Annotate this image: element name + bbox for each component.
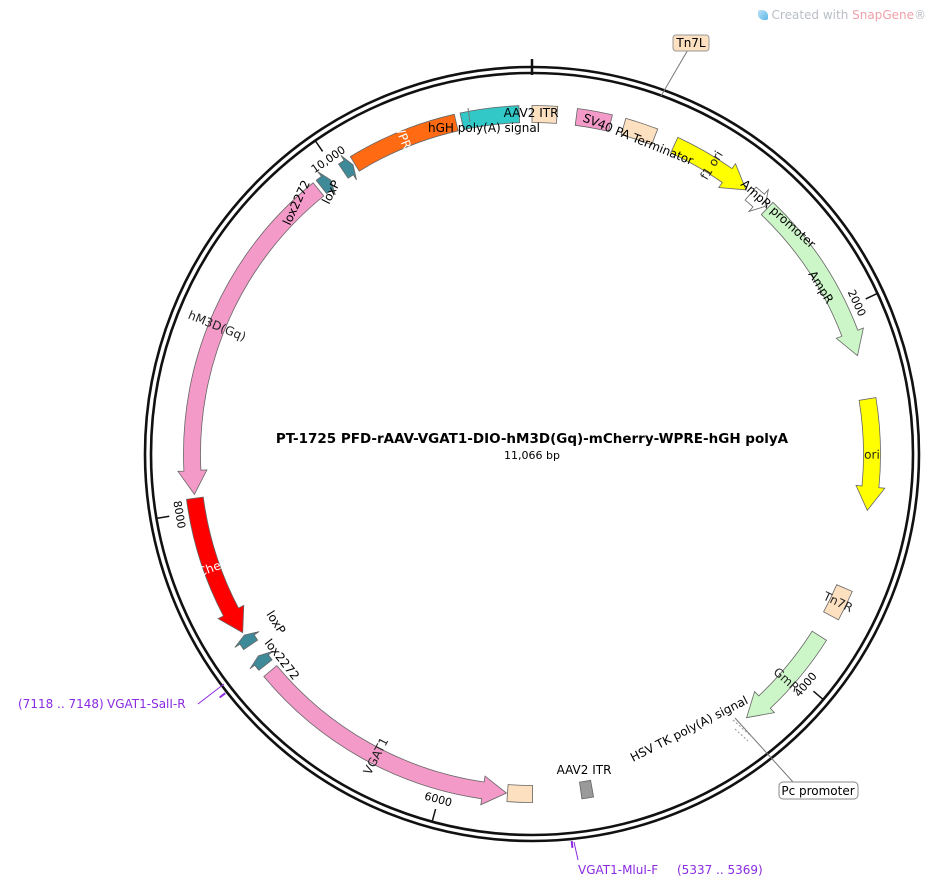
plasmid-backbone: [143, 59, 921, 843]
tick-6000: [431, 808, 437, 821]
feature-hm3d-gq-15[interactable]: [177, 182, 325, 496]
aav2-itr-label-bottom: AAV2 ITR: [557, 763, 612, 777]
tick-10-000: [315, 141, 324, 152]
feature-ampr-promoter-4[interactable]: [744, 186, 769, 213]
primer-mlui-name: VGAT1-MluI-F: [578, 863, 658, 877]
feature-f1-ori-3[interactable]: [670, 136, 747, 191]
pc-promoter-glyph: [732, 719, 753, 742]
feature-hsv-tk-poly-a-signal-9[interactable]: [579, 779, 595, 800]
feature-lox2272-12[interactable]: [249, 650, 274, 671]
snapgene-watermark: Created with SnapGene®: [757, 8, 926, 22]
aav2-itr-label-top: AAV2 ITR: [504, 106, 559, 120]
feature-tn7r-7[interactable]: [823, 584, 853, 621]
feature-hgh-poly-a-signal-19[interactable]: [459, 105, 521, 131]
hgh-polya-label: hGH poly(A) signal: [428, 121, 540, 135]
pc-callout-box: [778, 781, 859, 800]
watermark-suffix: ®: [914, 8, 926, 22]
primer-sali-range: (7118 .. 7148): [18, 697, 104, 711]
feature-mcherry-14[interactable]: [186, 496, 245, 634]
feature-gmr-8[interactable]: [746, 630, 828, 719]
tick-label-10-000: 10,000: [309, 143, 348, 176]
hsv-tk-label: HSV TK poly(A) signal: [628, 693, 750, 764]
plasmid-size: 11,066 bp: [504, 449, 560, 462]
tick-4000: [812, 690, 823, 700]
pc-promoter-label: Pc promoter: [781, 784, 854, 798]
watermark-prefix: Created with: [771, 8, 853, 22]
primer-sali-name: VGAT1-SalI-R: [107, 697, 186, 711]
primer-mlui-range: (5337 .. 5369): [677, 863, 763, 877]
feature-ampr-5[interactable]: [760, 201, 864, 357]
feature-sv40-pa-terminator-1[interactable]: [574, 108, 613, 132]
feature-loxp-17[interactable]: [338, 155, 357, 181]
feature-labels: Tn7L AAV2 ITR hGH poly(A) signal SV40 PA…: [262, 34, 859, 800]
tn7l-leader: [660, 47, 690, 97]
plasmid-title: PT-1725 PFD-rAAV-VGAT1-DIO-hM3D(Gq)-mChe…: [276, 431, 789, 447]
feature-lox2272-16[interactable]: [315, 171, 336, 195]
tn7l-callout-box: [672, 34, 710, 52]
feature-aav2-itr-0[interactable]: [531, 105, 559, 124]
feature-wpre-18[interactable]: [349, 113, 459, 172]
loxp-label-lower: loxP: [263, 608, 288, 636]
hgh-leader: [467, 107, 471, 123]
feature-inline-label-ori-6: ori: [864, 448, 880, 462]
watermark-brand: SnapGene: [852, 8, 914, 22]
feature-loxp-13[interactable]: [234, 631, 260, 651]
primer-mlui-leader: [573, 841, 579, 861]
primer-mark-vgat1-mlui-f[interactable]: [570, 840, 574, 849]
feature-tn7l-2[interactable]: [620, 117, 659, 146]
primer-mark-vgat1-sali-r[interactable]: [219, 692, 226, 699]
tick-label-8000: 8000: [170, 500, 188, 530]
tick-8000: [157, 515, 170, 520]
tn7l-label: Tn7L: [675, 36, 706, 50]
tick-2000: [865, 293, 877, 300]
primer-layer: (7118 .. 7148) VGAT1-SalI-R VGAT1-MluI-F…: [18, 683, 763, 877]
feature-vgat1-11[interactable]: [263, 665, 508, 806]
pc-leader: [734, 717, 794, 783]
primer-sali-leader: [197, 683, 225, 705]
snapgene-logo-icon: [757, 10, 768, 20]
feature-aav2-itr-10[interactable]: [506, 784, 533, 803]
feature-ori-6[interactable]: [855, 397, 886, 512]
